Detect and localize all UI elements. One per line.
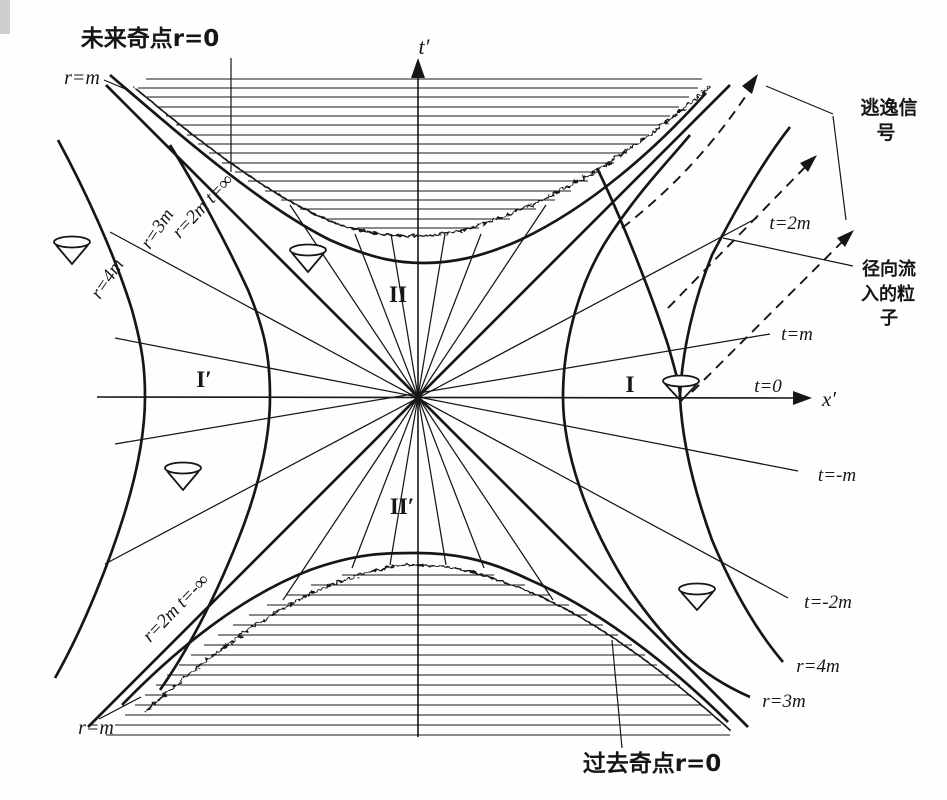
future-singularity-label: 未来奇点r=0 xyxy=(81,25,220,52)
r-3m-left-curve xyxy=(158,144,272,691)
t-neg-2m-line xyxy=(109,231,789,599)
r-m-top-curve xyxy=(109,73,708,265)
r-4m-right-label: r=4m xyxy=(796,656,839,677)
escape-signal-rays xyxy=(621,81,850,393)
light-cone-5 xyxy=(680,591,714,612)
t-axis-label: t′ xyxy=(419,34,431,59)
escape-label-leader-2 xyxy=(832,115,847,221)
r-m-bottom-leader xyxy=(98,696,142,720)
arrowhead-1 xyxy=(742,74,758,94)
x-axis-arrowhead xyxy=(793,391,812,405)
fan-line-4 xyxy=(351,233,482,569)
region-I-prime-label: I′ xyxy=(196,367,211,392)
diagram-labels: 未来奇点r=0 过去奇点r=0 逃逸信 号 径向流 入的粒 子 t′ x′ r=… xyxy=(64,25,917,777)
escape-signal-label-line2: 号 xyxy=(876,122,895,144)
escape-ray-arrowheads xyxy=(742,74,854,247)
light-cones xyxy=(53,235,716,612)
infall-label-line3: 子 xyxy=(880,308,898,329)
scan-artifact xyxy=(0,0,10,34)
r-m-bottom-curve xyxy=(121,551,729,723)
arrowhead-3 xyxy=(837,230,854,247)
t-m-label: t=m xyxy=(781,324,813,345)
r-2m-t-neg-inf-line xyxy=(87,84,731,728)
escape-ray-1 xyxy=(621,81,756,229)
r-m-top-leader xyxy=(103,79,131,92)
future-singularity-curve xyxy=(134,85,711,237)
light-cone-3-mouth xyxy=(164,461,202,475)
r-4m-left-curve xyxy=(53,139,147,679)
fan-line-6 xyxy=(282,204,547,601)
infalling-particle-worldline xyxy=(595,167,682,398)
region-II-label: II xyxy=(389,282,407,307)
leader-lines xyxy=(98,58,854,749)
x-axis-label: x′ xyxy=(821,387,836,411)
t-neg-m-label: t=-m xyxy=(818,465,856,486)
light-cone-2 xyxy=(291,252,325,274)
fan-line-5 xyxy=(289,204,554,601)
r-2m-t-neg-inf-label: r=2m t=-∞ xyxy=(139,570,214,647)
x-prime-axis xyxy=(96,396,799,399)
r-m-top-label: r=m xyxy=(64,67,100,89)
t-2m-label: t=2m xyxy=(769,213,810,234)
light-cone-5-mouth xyxy=(678,582,716,596)
r-3m-right-label: r=3m xyxy=(762,691,805,712)
constant-t-lines xyxy=(104,204,799,601)
r-m-bottom-label: r=m xyxy=(78,717,114,739)
t-neg-2m-label: t=-2m xyxy=(804,592,852,613)
light-cone-1 xyxy=(55,244,89,266)
infall-label-line2: 入的粒 xyxy=(861,283,915,305)
fan-line-3 xyxy=(354,233,485,569)
escape-ray-3 xyxy=(691,234,850,393)
horizon-diagonals xyxy=(87,84,749,728)
t-neg-m-line xyxy=(114,337,799,472)
region-I-label: I xyxy=(626,372,635,397)
escape-signal-label-line1: 逃逸信 xyxy=(860,96,917,119)
t-axis-arrowhead xyxy=(411,58,425,78)
past-singularity-curve xyxy=(144,564,731,731)
r-2m-t-inf-line xyxy=(105,84,749,728)
singularity-curves xyxy=(134,85,731,731)
light-cone-1-mouth xyxy=(53,235,91,249)
escape-label-leader-1 xyxy=(765,85,834,115)
region-II-prime-label: II′ xyxy=(390,494,414,519)
t-m-line xyxy=(114,333,771,445)
light-cone-2-mouth xyxy=(289,243,327,257)
past-singularity-leader xyxy=(611,639,623,749)
light-cone-3 xyxy=(166,470,200,492)
escape-ray-2 xyxy=(667,159,813,309)
hatch-future-region xyxy=(138,78,702,229)
infall-label-leader xyxy=(722,237,854,267)
infall-label-line1: 径向流 xyxy=(862,258,916,280)
t-0-label: t=0 xyxy=(754,376,782,397)
past-singularity-label: 过去奇点r=0 xyxy=(583,750,722,777)
light-cone-4 xyxy=(664,383,698,403)
r-3m-right-curve xyxy=(561,134,751,699)
light-cone-4-mouth xyxy=(662,374,700,388)
arrowhead-2 xyxy=(800,155,817,172)
